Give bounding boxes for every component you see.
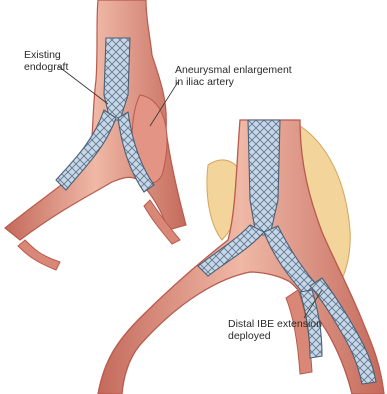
distal-ibe-extension-label-line-2: deployed [228, 330, 322, 342]
upper-vessel-illustration [5, 0, 186, 270]
upper-iliac-branch-left [18, 240, 60, 270]
aneurysmal-enlargement-label-line-2: in iliac artery [175, 76, 292, 88]
existing-endograft-label-line-1: Existing [24, 49, 68, 61]
existing-endograft-label-line-2: endograft [24, 61, 68, 73]
existing-endograft-label: Existing endograft [24, 49, 68, 73]
distal-ibe-extension-label: Distal IBE extension deployed [228, 318, 322, 342]
aneurysmal-enlargement-label: Aneurysmal enlargement in iliac artery [175, 64, 292, 88]
distal-ibe-extension-label-line-1: Distal IBE extension [228, 318, 322, 330]
aneurysmal-enlargement-label-line-1: Aneurysmal enlargement [175, 64, 292, 76]
